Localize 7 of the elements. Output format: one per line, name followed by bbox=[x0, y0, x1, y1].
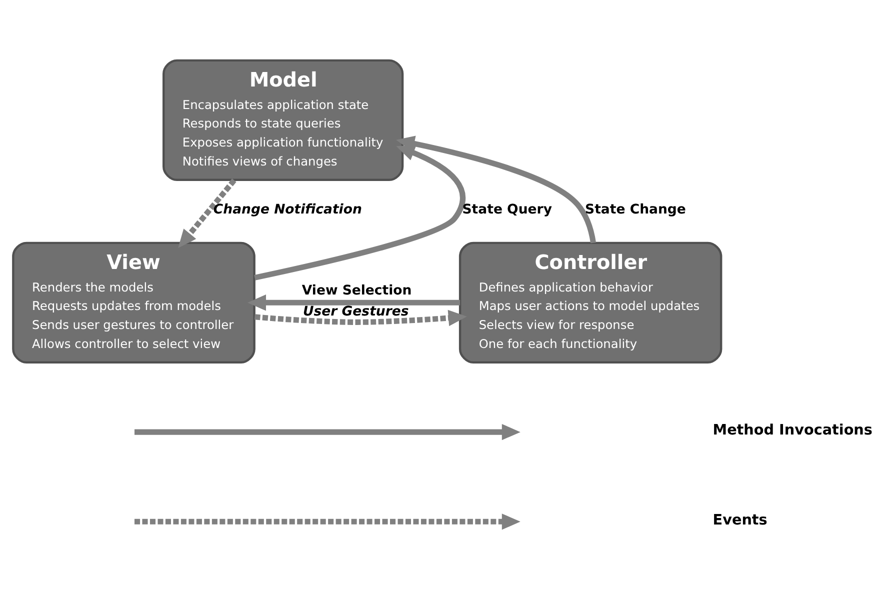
edge-label: Change Notification bbox=[213, 202, 362, 218]
edge-label: State Query bbox=[462, 202, 552, 218]
edge-label: View Selection bbox=[302, 283, 412, 298]
legend-label: Method Invocations bbox=[712, 422, 872, 439]
legend-label: Events bbox=[712, 512, 768, 528]
edge-label: User Gestures bbox=[302, 304, 409, 320]
edge-label: State Change bbox=[585, 202, 686, 218]
